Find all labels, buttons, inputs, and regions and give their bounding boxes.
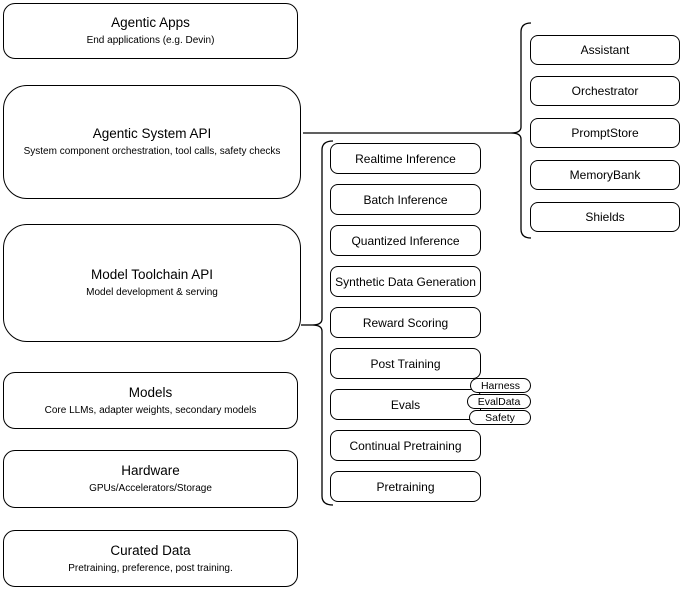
node-agentic-system-api: Agentic System API System component orch…: [3, 85, 301, 199]
agentic-components-brace: [510, 22, 532, 239]
node-subtitle: End applications (e.g. Devin): [86, 35, 215, 46]
node-title: Curated Data: [110, 542, 191, 558]
tag-evaldata: EvalData: [467, 394, 531, 409]
node-title: Hardware: [121, 463, 180, 478]
node-model-toolchain-api: Model Toolchain API Model development & …: [3, 224, 301, 342]
node-subtitle: System component orchestration, tool cal…: [23, 146, 281, 157]
node-subtitle: Pretraining, preference, post training.: [68, 562, 233, 574]
toolchain-components-brace: [311, 140, 334, 506]
node-assistant: Assistant: [530, 35, 680, 65]
node-title: Agentic Apps: [111, 15, 190, 30]
node-models: Models Core LLMs, adapter weights, secon…: [3, 372, 298, 429]
node-orchestrator: Orchestrator: [530, 76, 680, 106]
node-shields: Shields: [530, 202, 680, 232]
node-subtitle: Core LLMs, adapter weights, secondary mo…: [44, 404, 257, 416]
node-title: Agentic System API: [92, 126, 212, 141]
node-hardware: Hardware GPUs/Accelerators/Storage: [3, 450, 298, 508]
tag-harness: Harness: [470, 378, 531, 393]
node-curated-data: Curated Data Pretraining, preference, po…: [3, 530, 298, 587]
node-agentic-apps: Agentic Apps End applications (e.g. Devi…: [3, 3, 298, 59]
node-title: Model Toolchain API: [90, 267, 214, 282]
node-batch-inference: Batch Inference: [330, 184, 481, 215]
node-pretraining: Pretraining: [330, 471, 481, 502]
node-quantized-inference: Quantized Inference: [330, 225, 481, 256]
node-promptstore: PromptStore: [530, 118, 680, 148]
node-subtitle: Model development & serving: [86, 287, 218, 298]
node-realtime-inference: Realtime Inference: [330, 143, 481, 174]
tag-safety: Safety: [469, 410, 531, 425]
node-synthetic-data-generation: Synthetic Data Generation: [330, 266, 481, 297]
node-continual-pretraining: Continual Pretraining: [330, 430, 481, 461]
node-memorybank: MemoryBank: [530, 160, 680, 190]
node-title: Models: [128, 384, 173, 400]
node-post-training: Post Training: [330, 348, 481, 379]
node-evals: Evals: [330, 389, 481, 420]
node-reward-scoring: Reward Scoring: [330, 307, 481, 338]
node-subtitle: GPUs/Accelerators/Storage: [89, 483, 212, 494]
